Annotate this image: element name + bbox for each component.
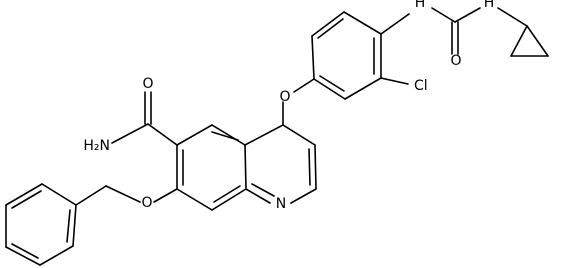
urea-nh-right-label: H: [484, 0, 495, 11]
amide-oxygen-label: O: [142, 76, 153, 92]
quinoline-nitrogen-label: N: [276, 196, 286, 212]
amide-nitrogen-label: H₂N: [83, 138, 110, 154]
ether-oxygen-label: O: [279, 89, 290, 105]
carbonyl-oxygen-label: O: [450, 53, 461, 69]
urea-nh-left-label: H: [415, 0, 426, 11]
bond-lines: [5, 7, 549, 266]
chlorine-label: Cl: [414, 78, 428, 94]
benzyl-oxygen-label: O: [141, 195, 152, 211]
